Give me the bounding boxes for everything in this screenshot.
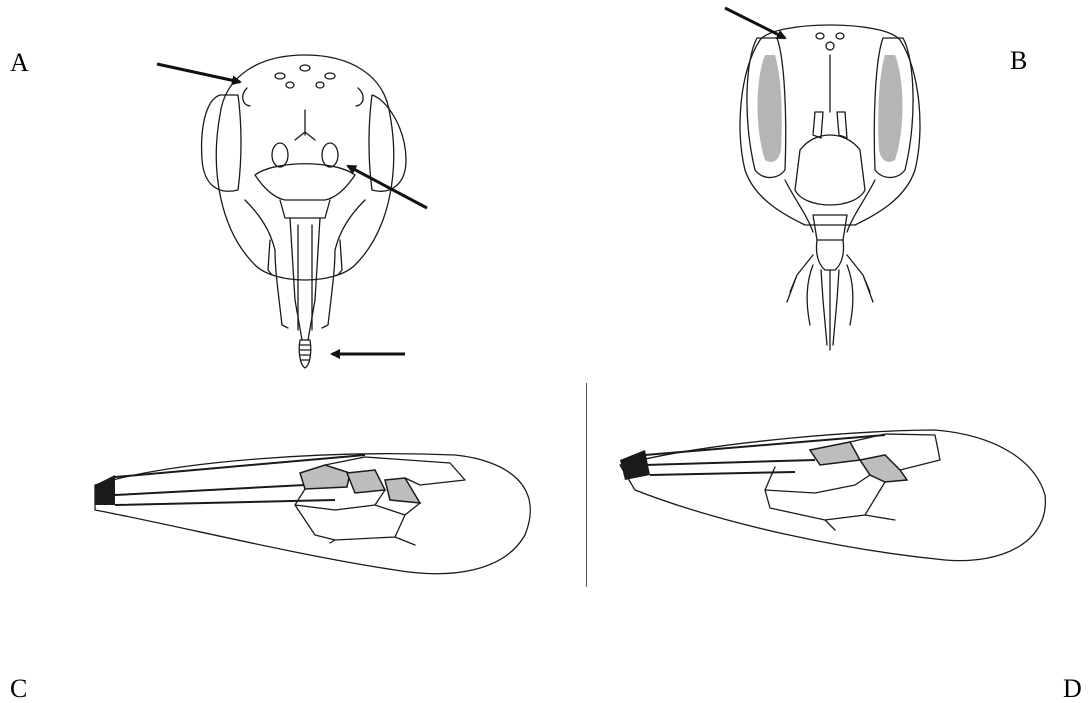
ocellus-median [300,65,310,71]
panel-label-a: A [10,50,29,76]
arrow-icon [348,166,427,208]
glossa [821,270,839,350]
clypeus [255,164,355,200]
submarginal-cell-shaded [810,442,860,465]
eye-shading-left [758,55,782,162]
ocellus-left [816,33,824,39]
panel-label-c: C [10,676,27,702]
panel-divider [586,383,587,587]
panel-label-d: D [1063,676,1082,702]
maxillary-palps [268,240,342,275]
labrum [280,200,330,218]
ocellus-small-left [286,82,294,88]
ocellus-left [275,73,285,79]
compound-eye-right [369,95,406,191]
submarginal-cell-shaded [385,478,420,503]
prementum [816,240,843,270]
arrow-icon [725,8,785,38]
panel-d-wing-drawing [595,420,1065,590]
clypeus [795,135,865,205]
glossa-tip [299,340,311,368]
antennal-socket-left [272,143,288,167]
mandibles [785,180,875,232]
wing-base [95,475,115,505]
glossa-tip-rings [300,345,310,360]
submarginal-cell-shaded [300,465,350,489]
head-capsule [216,55,393,280]
antennal-sockets [813,112,847,138]
submarginal-cell-shaded [860,455,907,482]
ocellus-median [826,42,834,50]
antennal-socket-right [322,143,338,167]
ocellus-right [325,73,335,79]
panel-a-head-drawing [150,40,450,380]
eye-margin-marks [243,88,363,106]
mandibles [245,200,365,250]
ocellus-right [836,33,844,39]
submarginal-cell-shaded [347,470,385,493]
frontal-line [295,110,315,140]
panel-c-wing-drawing [75,425,545,590]
panel-label-b: B [1010,48,1027,74]
labrum [813,215,847,240]
ocellus-small-right [316,82,324,88]
eye-shading-right [878,55,902,162]
arrow-icon [157,64,240,82]
panel-b-head-drawing [715,0,945,360]
glossa-inner [298,225,312,330]
labial-palps [275,250,335,328]
